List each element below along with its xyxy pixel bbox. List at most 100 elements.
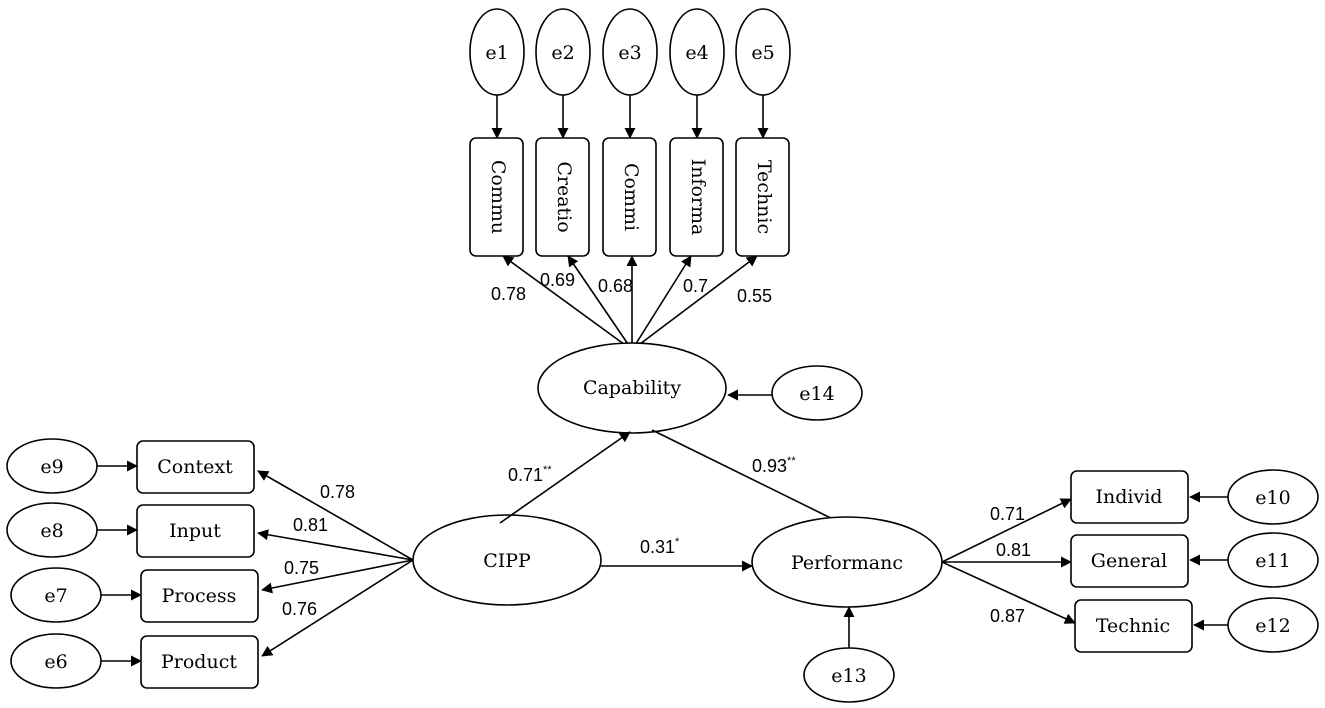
indicator-informa: e4 Informa 0.7 — [631, 8, 725, 351]
error-ellipse-e2 — [535, 8, 591, 96]
loading-value-informa: 0.7 — [683, 276, 708, 296]
loading-arrow-input — [257, 529, 414, 561]
indicator-commi: e3 Commi 0.68 — [598, 8, 658, 350]
error-ellipse-e10 — [1227, 469, 1319, 525]
observed-label-context: Context — [157, 456, 233, 478]
loading-arrow-technic-top — [631, 255, 758, 351]
loading-arrow-creatio — [567, 255, 633, 351]
error-ellipse-e12 — [1227, 597, 1319, 653]
observed-label-technic-top: Technic — [753, 160, 775, 234]
loading-value-general: 0.81 — [996, 540, 1031, 560]
observed-label-informa: Informa — [687, 159, 709, 236]
loading-value-input: 0.81 — [293, 515, 328, 535]
indicator-commu: e1 Commu 0.78 — [469, 8, 633, 351]
path-arrow-capability-performance — [651, 429, 848, 527]
observed-box-informa — [669, 137, 724, 257]
error-ellipse-e4 — [669, 8, 725, 96]
path-sig-capability-performance: ** — [787, 455, 796, 467]
loading-arrow-informa — [631, 255, 692, 351]
observed-label-process: Process — [162, 585, 237, 607]
path-coef-cipp-performance: 0.31* — [640, 536, 680, 557]
observed-label-input: Input — [169, 520, 221, 542]
observed-label-individ: Individ — [1096, 486, 1163, 508]
loading-value-creatio: 0.69 — [540, 270, 575, 290]
observed-box-technic-right — [1074, 599, 1193, 653]
latent-ellipse-cipp — [412, 514, 602, 606]
structural-paths: 0.71** 0.93** 0.31* — [499, 429, 848, 572]
error-label-e7: e7 — [44, 585, 67, 607]
loading-arrow-commu — [502, 255, 633, 351]
indicator-product: e6 Product 0.76 — [10, 559, 414, 689]
indicator-context: e9 Context 0.78 — [6, 438, 414, 561]
error-label-e12: e12 — [1255, 615, 1290, 637]
loading-value-product: 0.76 — [282, 599, 317, 619]
loading-value-commi: 0.68 — [598, 276, 633, 296]
indicator-technic-right: 0.87 Technic e12 — [941, 561, 1319, 653]
observed-box-general — [1070, 534, 1189, 588]
observed-box-process — [140, 569, 259, 623]
indicator-individ: 0.71 Individ e10 — [941, 469, 1319, 563]
path-sig-cipp-performance: * — [675, 536, 680, 548]
observed-box-individ — [1070, 470, 1189, 524]
path-coef-capability-performance: 0.93** — [752, 455, 796, 476]
error-label-e2: e2 — [551, 42, 574, 64]
loading-arrow-technic-right — [941, 561, 1076, 624]
path-value-cipp-performance: 0.31 — [640, 537, 675, 557]
latent-cipp: CIPP — [412, 514, 602, 606]
cipp-indicator-group: e9 Context 0.78 e8 Input 0.81 e7 Process… — [6, 438, 414, 689]
error-label-e13: e13 — [831, 665, 866, 687]
latent-label-cipp: CIPP — [483, 550, 531, 572]
loading-value-process: 0.75 — [284, 558, 319, 578]
error-label-e10: e10 — [1255, 487, 1290, 509]
latent-label-performance: Performanc — [791, 552, 903, 574]
observed-box-commu — [469, 137, 524, 257]
loading-value-individ: 0.71 — [990, 504, 1025, 524]
indicator-input: e8 Input 0.81 — [6, 502, 414, 561]
path-value-cipp-capability: 0.71 — [508, 465, 543, 485]
latent-label-capability: Capability — [583, 377, 681, 399]
observed-box-technic-top — [735, 137, 790, 257]
path-sig-cipp-capability: ** — [543, 464, 552, 476]
latent-performance: Performanc e13 — [751, 516, 943, 703]
error-label-e9: e9 — [40, 456, 63, 478]
loading-value-commu: 0.78 — [491, 284, 526, 304]
indicator-general: 0.81 General e11 — [942, 532, 1319, 588]
loading-arrow-individ — [941, 498, 1072, 563]
observed-label-commi: Commi — [620, 163, 642, 231]
observed-box-creatio — [535, 137, 590, 257]
observed-label-creatio: Creatio — [553, 161, 575, 232]
path-coef-cipp-capability: 0.71** — [508, 464, 552, 485]
observed-label-commu: Commu — [487, 160, 509, 234]
error-ellipse-e11 — [1227, 532, 1319, 588]
observed-box-context — [136, 440, 255, 494]
error-ellipse-e14 — [771, 365, 863, 421]
error-label-e4: e4 — [685, 42, 708, 64]
indicator-technic-top: e5 Technic 0.55 — [631, 8, 791, 351]
path-arrow-cipp-capability — [499, 431, 631, 524]
error-ellipse-e1 — [469, 8, 525, 96]
observed-box-input — [136, 504, 255, 558]
error-label-e11: e11 — [1255, 550, 1290, 572]
observed-label-product: Product — [161, 651, 237, 673]
loading-value-technic-top: 0.55 — [737, 286, 772, 306]
error-label-e3: e3 — [618, 42, 641, 64]
loading-value-technic-right: 0.87 — [990, 606, 1025, 626]
error-label-e1: e1 — [485, 42, 508, 64]
indicator-process: e7 Process 0.75 — [10, 558, 414, 623]
error-ellipse-e3 — [602, 8, 658, 96]
error-label-e8: e8 — [40, 520, 63, 542]
loading-arrow-product — [261, 559, 414, 657]
indicator-creatio: e2 Creatio 0.69 — [535, 8, 633, 351]
loading-value-context: 0.78 — [320, 482, 355, 502]
error-label-e14: e14 — [799, 383, 834, 405]
loading-arrow-process — [261, 559, 414, 594]
observed-label-general: General — [1091, 550, 1167, 572]
error-label-e6: e6 — [44, 651, 67, 673]
capability-indicator-group: e1 Commu 0.78 e2 Creatio 0.69 e3 Commi 0… — [469, 8, 791, 351]
observed-label-technic-right: Technic — [1096, 615, 1170, 637]
path-value-capability-performance: 0.93 — [752, 456, 787, 476]
error-ellipse-e13 — [803, 647, 895, 703]
observed-box-product — [140, 635, 259, 689]
error-ellipse-e5 — [735, 8, 791, 96]
